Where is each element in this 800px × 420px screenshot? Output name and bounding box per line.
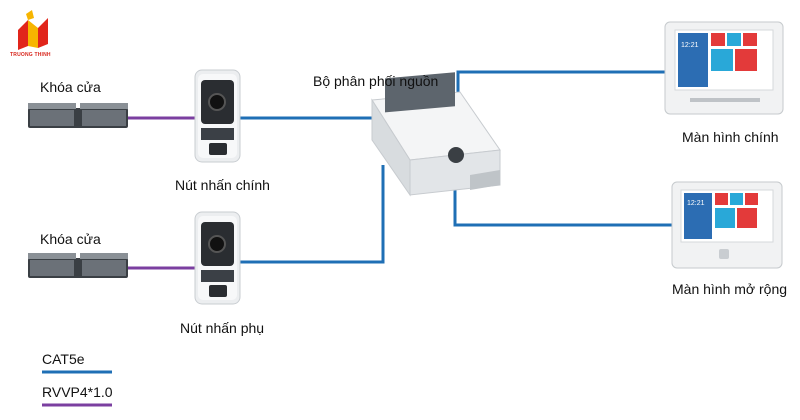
- main-screen-label: Màn hình chính: [682, 129, 779, 145]
- legend-label-cat5e: CAT5e: [42, 351, 85, 367]
- legend-label-rvvp: RVVP4*1.0: [42, 384, 113, 400]
- logo: [18, 10, 48, 50]
- door-lock-bottom: [28, 253, 128, 278]
- ext-screen-label: Màn hình mở rộng: [672, 281, 788, 297]
- ext-screen-monitor: 12:21: [671, 181, 783, 269]
- main-screen-monitor: 12:21: [664, 21, 784, 115]
- power-distributor-label: Bộ phân phối nguồn: [313, 73, 439, 89]
- cat5e-sub-button-cable: [240, 165, 385, 264]
- main-screen-time: 12:21: [681, 42, 699, 49]
- main-door-station: [194, 69, 241, 163]
- sub-door-station: [194, 211, 241, 305]
- door-lock-top-label: Khóa cửa: [40, 79, 101, 95]
- logo-text: TRUONG THINH: [10, 52, 51, 58]
- cat5e-main-screen-cable: [456, 70, 665, 98]
- main-button-label: Nút nhấn chính: [175, 177, 270, 193]
- power-distributor: [371, 72, 501, 197]
- door-lock-top: [28, 103, 128, 128]
- sub-button-label: Nút nhấn phụ: [180, 320, 265, 336]
- door-lock-bottom-label: Khóa cửa: [40, 231, 101, 247]
- ext-screen-time: 12:21: [687, 200, 705, 207]
